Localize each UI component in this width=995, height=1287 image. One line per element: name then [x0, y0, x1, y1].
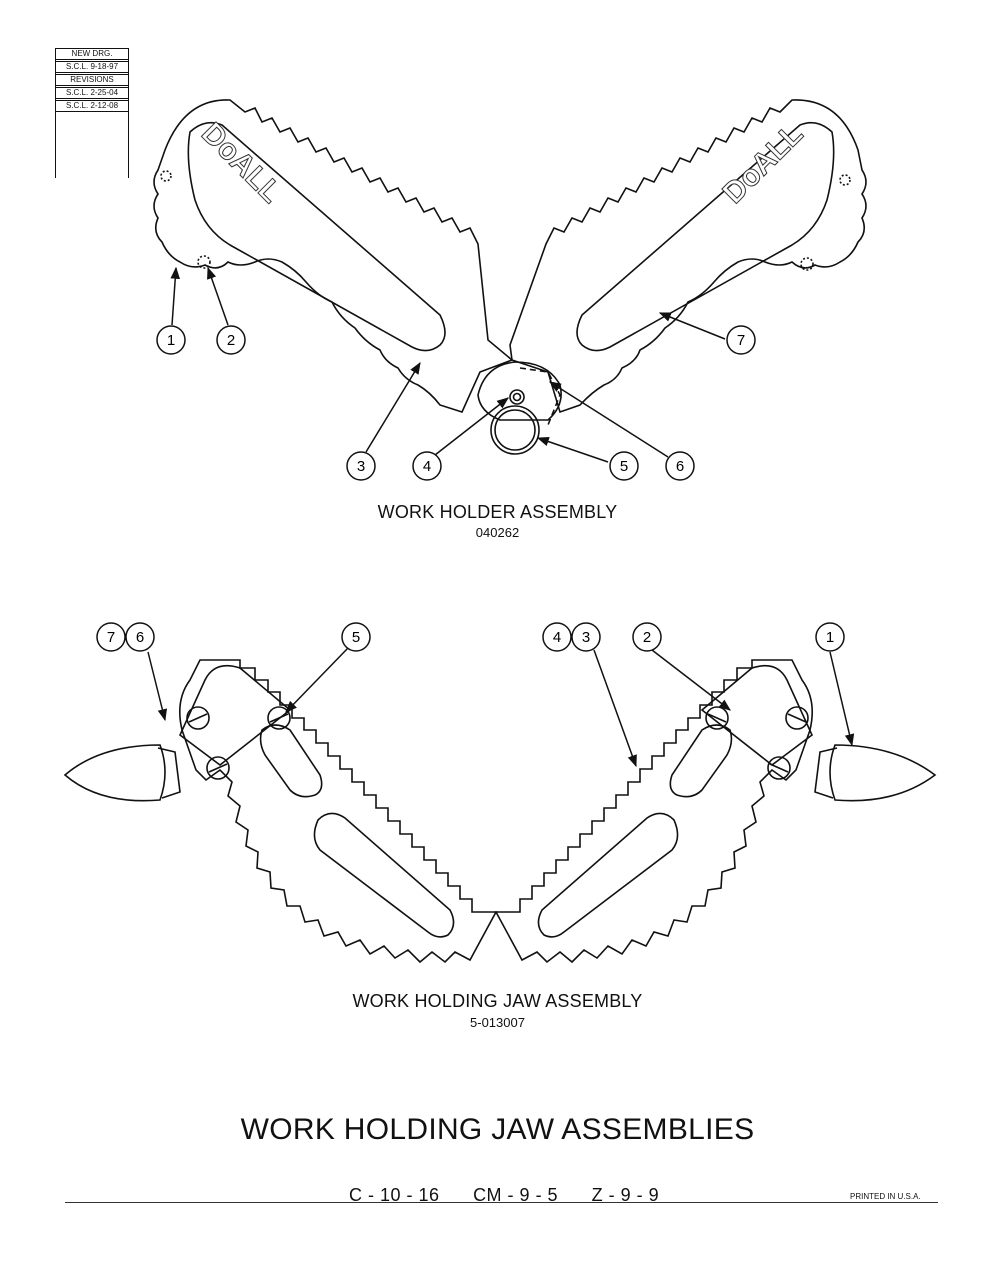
left-tip-collar [157, 747, 181, 799]
svg-text:4: 4 [553, 629, 561, 646]
callout-bubble: 6 [125, 622, 155, 652]
new-drawing-entry: S.C.L. 9-18-97 [56, 61, 128, 73]
callout-bubble: 4 [412, 451, 442, 481]
work-holding-jaw-callouts: 7 6 5 4 3 2 1 [96, 622, 845, 652]
right-tip-collar [814, 747, 838, 799]
model-code: CM - 9 - 5 [473, 1185, 559, 1205]
small-pin [509, 389, 525, 405]
svg-text:7: 7 [737, 332, 745, 349]
screw [785, 706, 809, 730]
callout-bubble: 2 [216, 325, 246, 355]
screw [767, 756, 791, 780]
callout-bubble: 2 [632, 622, 662, 652]
callout-bubble: 7 [96, 622, 126, 652]
model-codes: C - 10 - 16 CM - 9 - 5 Z - 9 - 9 [349, 1185, 687, 1206]
hole-right-bottom [800, 257, 814, 271]
right-holding-slot-1 [537, 812, 679, 938]
work-holding-jaw-part-number: 5-013007 [470, 1015, 525, 1030]
svg-text:7: 7 [107, 629, 115, 646]
svg-text:1: 1 [826, 629, 834, 646]
screw [206, 756, 230, 780]
pin-ring-inner [494, 409, 536, 451]
left-holding-clip [179, 664, 292, 767]
doall-logo-right: DoALL [717, 117, 810, 210]
model-code: C - 10 - 16 [349, 1185, 440, 1205]
footer-rule [65, 1202, 938, 1203]
new-drawing-label: NEW DRG. [56, 48, 128, 60]
svg-text:2: 2 [227, 332, 235, 349]
revision-block: NEW DRG. S.C.L. 9-18-97 REVISIONS S.C.L.… [55, 48, 129, 178]
model-code: Z - 9 - 9 [591, 1185, 660, 1205]
callout-bubble: 7 [726, 325, 756, 355]
work-holder-leaders [170, 266, 726, 463]
hole-right-top [839, 174, 851, 186]
callout-bubble: 1 [156, 325, 186, 355]
left-jaw-slot [187, 121, 446, 352]
svg-text:2: 2 [643, 629, 651, 646]
svg-text:1: 1 [167, 332, 175, 349]
svg-text:6: 6 [676, 458, 684, 475]
svg-text:6: 6 [136, 629, 144, 646]
right-tip [829, 744, 937, 802]
right-holding-slot-2 [669, 724, 733, 798]
screw [186, 706, 210, 730]
callout-bubble: 3 [346, 451, 376, 481]
svg-text:3: 3 [357, 458, 365, 475]
right-jaw-slot [576, 121, 835, 352]
callout-bubble: 4 [542, 622, 572, 652]
hole-left-top [160, 170, 172, 182]
callout-bubble: 5 [609, 451, 639, 481]
left-holding-slot-2 [259, 724, 323, 798]
doall-logo-left: DoALL [195, 117, 288, 210]
svg-text:5: 5 [352, 629, 360, 646]
left-tip [63, 744, 166, 802]
callout-bubble: 5 [341, 622, 371, 652]
screw [267, 706, 291, 730]
work-holder-part-number: 040262 [475, 525, 520, 540]
work-holding-jaw-leaders [147, 647, 855, 768]
revisions-label: REVISIONS [56, 74, 128, 86]
right-holding-clip [700, 664, 813, 767]
svg-text:4: 4 [423, 458, 431, 475]
callout-bubble: 3 [571, 622, 601, 652]
callout-bubble: 6 [665, 451, 695, 481]
pin-ring [490, 405, 540, 455]
svg-text:5: 5 [620, 458, 628, 475]
work-holding-jaw-title: WORK HOLDING JAW ASSEMBLY [352, 991, 643, 1011]
work-holder-title: WORK HOLDER ASSEMBLY [377, 502, 618, 522]
right-holding-jaw [494, 659, 813, 964]
work-holding-jaw-drawing [63, 659, 937, 964]
small-pin-inner [512, 392, 522, 402]
printed-note: PRINTED IN U.S.A. [850, 1192, 921, 1201]
work-holder-callouts: 1 2 3 4 5 6 7 [156, 325, 756, 481]
callout-bubble: 1 [815, 622, 845, 652]
left-holding-jaw [179, 659, 498, 964]
revision-entry: S.C.L. 2-12-08 [56, 100, 128, 112]
hole-left-bottom [197, 255, 211, 269]
left-holding-slot-1 [313, 812, 455, 938]
revision-entry: S.C.L. 2-25-04 [56, 87, 128, 99]
right-jaw [509, 99, 867, 414]
screw [705, 706, 729, 730]
page-title: WORK HOLDING JAW ASSEMBLIES [240, 1113, 755, 1146]
svg-text:3: 3 [582, 629, 590, 646]
